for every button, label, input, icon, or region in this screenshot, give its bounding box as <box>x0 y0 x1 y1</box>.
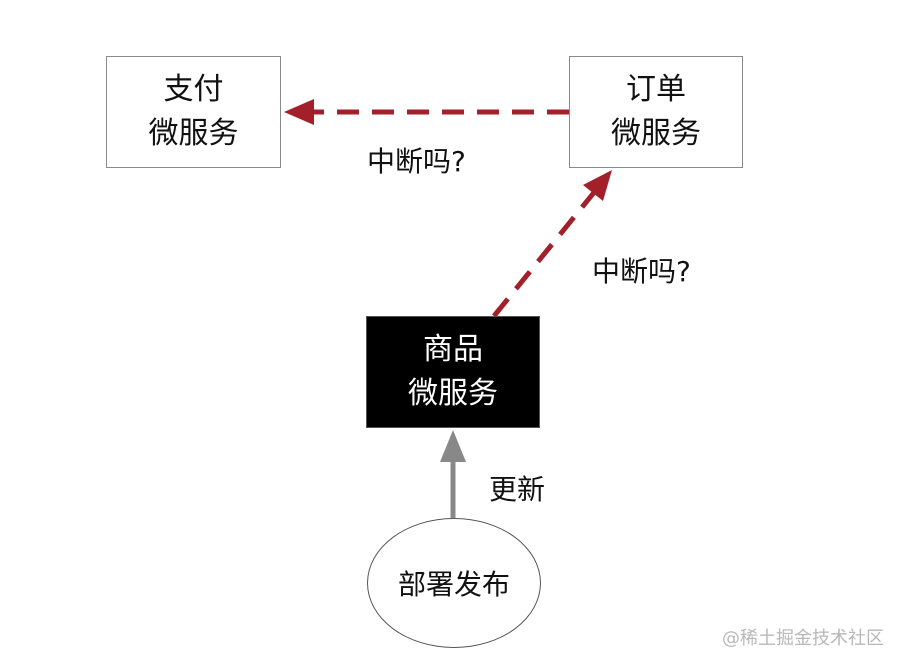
product-node-line2: 微服务 <box>408 376 498 411</box>
edge-label-deploy-to-product: 更新 <box>489 473 546 506</box>
payment-node-line2: 微服务 <box>148 116 239 151</box>
payment-node-line1: 支付 <box>163 72 224 107</box>
payment-service-node: 支付 微服务 <box>106 56 281 168</box>
arrowhead-deploy-to-product <box>440 430 466 462</box>
order-node-line2: 微服务 <box>611 116 701 151</box>
deploy-node-label: 部署发布 <box>397 568 510 601</box>
order-node-line1: 订单 <box>626 72 686 107</box>
deploy-release-node: 部署发布 <box>367 518 541 648</box>
arrowhead-product-to-order <box>583 170 612 201</box>
product-node-line1: 商品 <box>423 332 483 367</box>
watermark-text: @稀土掘金技术社区 <box>722 628 884 649</box>
arrowhead-order-to-payment <box>284 99 314 125</box>
edge-label-order-to-payment: 中断吗? <box>367 145 466 178</box>
arrow-product-to-order <box>492 188 598 318</box>
product-service-node: 商品 微服务 <box>366 316 540 428</box>
order-service-node: 订单 微服务 <box>569 56 743 168</box>
edge-label-product-to-order: 中断吗? <box>592 255 691 288</box>
